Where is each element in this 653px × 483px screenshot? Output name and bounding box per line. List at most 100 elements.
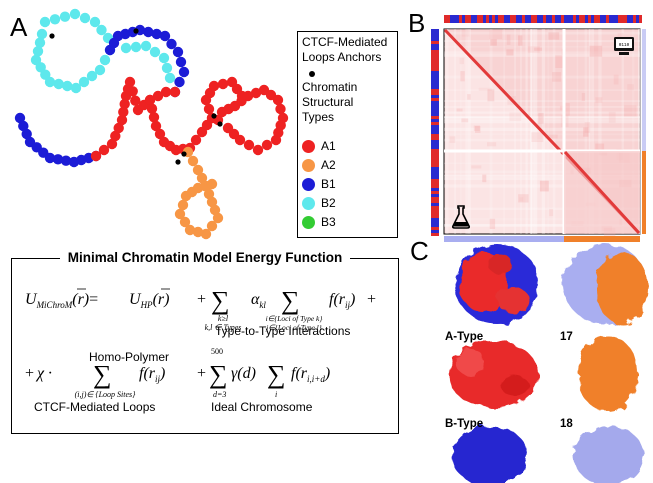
left-compartment-track (431, 29, 439, 236)
svg-text:d=3: d=3 (213, 390, 226, 399)
track-segment (431, 44, 439, 47)
loop-anchor-dot (217, 121, 223, 127)
heatmap-patch (467, 94, 471, 100)
chain-bead (154, 128, 166, 140)
chain-bead (70, 82, 82, 94)
legend-types-title: Chromatin Structural Types (302, 80, 358, 124)
track-segment (431, 221, 439, 224)
svg-text:∑: ∑ (267, 360, 286, 389)
chain-bead (270, 134, 282, 146)
chain-bead (178, 66, 190, 78)
track-segment (431, 53, 439, 56)
bottom-bar-lavender (444, 236, 564, 242)
track-segment (431, 149, 439, 152)
track-segment (546, 15, 549, 23)
heatmap-patch (608, 111, 616, 123)
track-segment (431, 77, 439, 80)
track-segment (431, 65, 439, 68)
track-segment (431, 227, 439, 230)
track-segment (431, 80, 439, 83)
track-segment (567, 15, 570, 23)
track-segment (615, 15, 618, 23)
track-segment (453, 15, 456, 23)
svg-text:χ ·: χ · (35, 365, 52, 382)
b3-swatch-icon (302, 215, 315, 229)
chain-bead (62, 80, 73, 92)
heatmap-patch (518, 35, 523, 46)
track-segment (431, 161, 439, 164)
svg-text:k≥l: k≥l (218, 314, 229, 323)
chain-bead (140, 40, 152, 52)
chain-bead (161, 62, 173, 74)
computer-icon: 0110 (614, 37, 634, 55)
track-segment (431, 59, 439, 62)
track-segment (431, 119, 439, 122)
heatmap-stripe (444, 116, 640, 118)
heatmap-patch (509, 112, 522, 122)
track-segment (450, 15, 453, 23)
track-segment (498, 15, 501, 23)
chain-bead (187, 155, 199, 167)
chain-bead (110, 130, 121, 142)
chain-bead (14, 112, 26, 124)
heatmap-patch (506, 34, 511, 45)
heatmap-patch (478, 87, 492, 92)
svg-text:γ(d): γ(d) (231, 365, 256, 382)
chain-bead (116, 114, 128, 126)
track-segment (431, 212, 439, 215)
track-segment (431, 143, 439, 146)
heatmap-stripe (444, 100, 640, 102)
chain-bead (118, 106, 129, 118)
legend-anchors-title: CTCF-Mediated Loops Anchors (302, 35, 388, 64)
track-segment (431, 155, 439, 158)
chain-bead (21, 128, 32, 140)
track-segment (579, 15, 582, 23)
chain-bead (99, 54, 111, 66)
track-segment (444, 15, 447, 23)
heatmap-patch (461, 29, 470, 37)
chain-bead (39, 16, 51, 28)
chain-bead (206, 220, 218, 232)
heatmap-stripe (444, 117, 640, 121)
track-segment (483, 15, 486, 23)
heatmap-stripe (525, 29, 528, 234)
track-segment (591, 15, 594, 23)
legend-item-a1: A1 (302, 139, 336, 153)
track-segment (585, 15, 588, 23)
heatmap-patch (595, 97, 603, 103)
track-segment (528, 15, 531, 23)
heatmap-stripe (444, 111, 640, 114)
flask-icon (451, 205, 471, 229)
svg-text:j∈{Loci of Type l}: j∈{Loci of Type l} (265, 323, 322, 332)
heatmap-stripe (588, 29, 591, 234)
chain-bead (150, 120, 162, 132)
track-segment (534, 15, 537, 23)
svg-text:∑: ∑ (281, 286, 300, 315)
heatmap-stripe (454, 29, 457, 234)
heatmap-patch (584, 121, 591, 133)
track-segment (531, 15, 534, 23)
chain-bead (208, 80, 220, 92)
legend-item-b2: B2 (302, 196, 336, 210)
chain-bead (18, 120, 29, 132)
heatmap-patch (459, 57, 464, 65)
chain-bead (196, 172, 208, 184)
track-segment (431, 62, 439, 65)
chain-bead (49, 14, 61, 25)
heatmap-patch (482, 174, 487, 183)
contact-map-figure: 0110 (431, 15, 646, 242)
track-segment (431, 224, 439, 227)
chain-bead (206, 196, 218, 208)
heatmap-stripe (638, 29, 641, 234)
track-segment (431, 104, 439, 107)
track-segment (501, 15, 504, 23)
chain-bead (146, 103, 158, 114)
chain-bead (130, 41, 142, 53)
svg-text:+: + (197, 291, 206, 308)
chain-bead (192, 164, 204, 176)
track-segment (510, 15, 513, 23)
track-segment (431, 179, 439, 182)
track-segment (477, 15, 480, 23)
heatmap-stripe (445, 29, 449, 234)
svg-text:+: + (367, 291, 376, 308)
